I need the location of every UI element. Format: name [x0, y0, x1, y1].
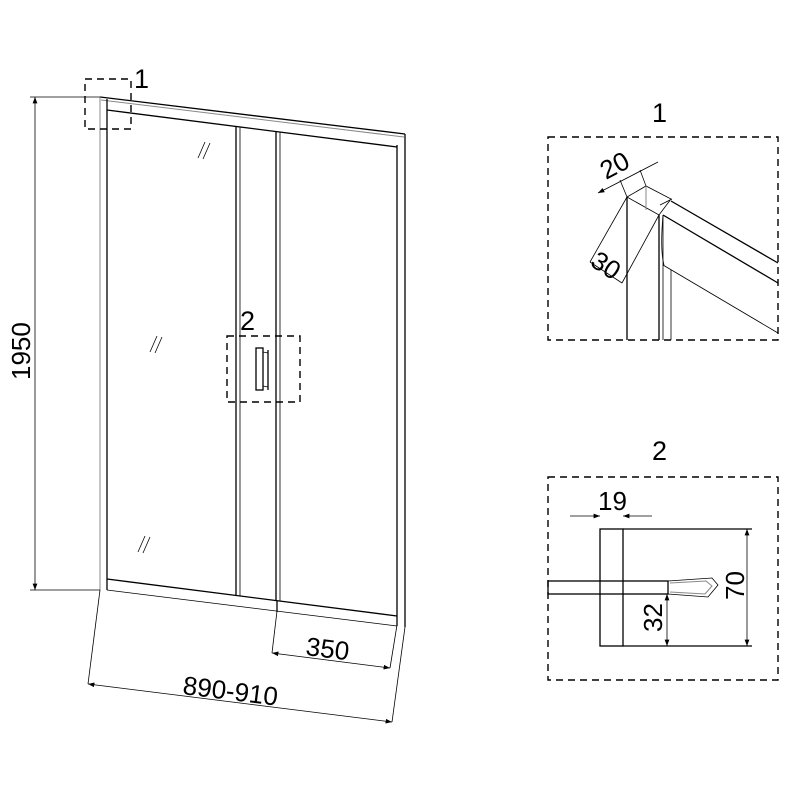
glass-hatch-marks: [137, 141, 211, 554]
depth-dim-30: 30: [586, 196, 660, 286]
detail-2-height-label: 70: [720, 571, 750, 600]
door-frame: [99, 96, 406, 627]
detail-1-box: [547, 136, 779, 341]
width-dim-label: 890-910: [181, 670, 279, 711]
door-panels: [235, 126, 281, 612]
opening-dimension: 350: [271, 610, 398, 670]
callout-label-1: 1: [134, 64, 149, 94]
detail-1-width-label: 20: [595, 145, 635, 185]
callout-box-1: [84, 78, 132, 130]
detail-1-depth-label: 30: [586, 245, 627, 286]
detail-2-box: [547, 476, 779, 681]
height-dimension: 1950: [6, 96, 100, 591]
detail-2-offset-label: 32: [638, 603, 668, 632]
width-dimension: 890-910: [87, 589, 406, 724]
width-dim-19: 19: [570, 486, 652, 519]
detail-2: 2 19 70 32: [547, 436, 779, 681]
frame-profile-corner: [626, 185, 779, 340]
detail-1: 1 20 30: [547, 98, 779, 341]
height-dim-70: 70: [720, 529, 750, 646]
width-dim-20: 20: [595, 145, 659, 198]
door-handle: [255, 347, 269, 391]
offset-dim-32: 32: [638, 594, 670, 646]
callout-box-2: [226, 335, 301, 403]
opening-dim-label: 350: [304, 631, 351, 666]
height-dim-label: 1950: [6, 322, 36, 380]
detail-1-title: 1: [652, 98, 667, 128]
callout-label-2: 2: [240, 306, 255, 336]
door-front-view: 1 2 1950 890-910 350: [6, 64, 406, 724]
detail-2-width-label: 19: [598, 486, 627, 516]
detail-2-title: 2: [652, 436, 667, 466]
handle-profile-section: [547, 528, 752, 647]
